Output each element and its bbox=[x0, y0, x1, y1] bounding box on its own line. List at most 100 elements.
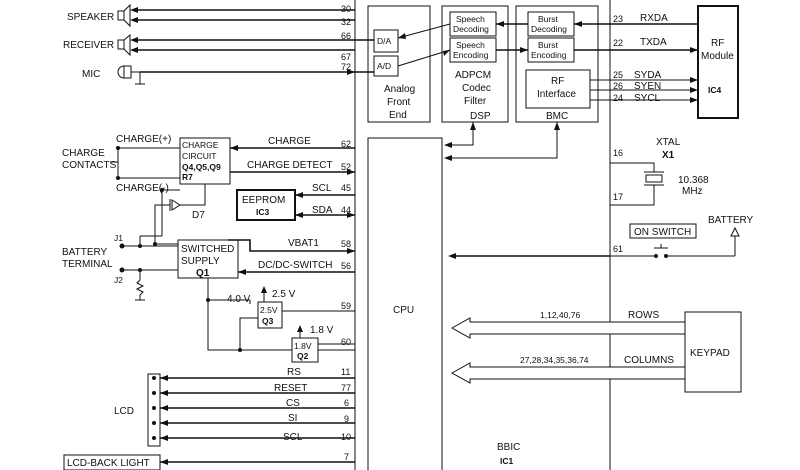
da-converter bbox=[373, 29, 399, 53]
d7-label: D7 bbox=[192, 210, 205, 221]
charge-circuit-block bbox=[179, 137, 231, 185]
pin-66: 66 bbox=[341, 31, 351, 41]
keypad-block bbox=[684, 311, 742, 393]
codec-title-2: Codec bbox=[462, 83, 491, 94]
battery-terminal-1: BATTERY bbox=[62, 247, 108, 258]
codec-title-1: ADPCM bbox=[455, 70, 491, 81]
syen-label: SYEN bbox=[634, 81, 661, 92]
rows-pins: 1,12,40,76 bbox=[540, 310, 580, 320]
lcd-reset-pin: 77 bbox=[341, 383, 351, 393]
eeprom-sda: SDA bbox=[312, 205, 333, 216]
codec-title-3: Filter bbox=[464, 96, 487, 107]
speech-encoding-block bbox=[449, 37, 497, 63]
charge-circuit-3: Q4,Q5,Q9 bbox=[182, 162, 221, 172]
charge-circuit-4: R7 bbox=[182, 172, 193, 182]
xtal-pin-16: 16 bbox=[613, 148, 623, 158]
rf-module-title-1: RF bbox=[711, 38, 724, 49]
lcd-backlight-label: LCD-BACK LIGHT bbox=[67, 458, 150, 469]
ad-label: A/D bbox=[377, 61, 391, 71]
rf-interface-2: Interface bbox=[537, 89, 576, 100]
speech-encoding-1: Speech bbox=[456, 40, 485, 50]
rxda-label: RXDA bbox=[640, 13, 668, 24]
charge-circuit-1: CHARGE bbox=[182, 140, 219, 150]
speech-decoding-1: Speech bbox=[456, 14, 485, 24]
battery-terminal-2: TERMINAL bbox=[62, 259, 113, 270]
syda-label: SYDA bbox=[634, 70, 662, 81]
q3-pin: 59 bbox=[341, 301, 351, 311]
ic1-outline bbox=[354, 0, 611, 470]
switched-supply-block bbox=[177, 239, 239, 279]
battery-arrow-icon bbox=[730, 226, 740, 256]
eeprom-block bbox=[236, 189, 296, 221]
eeprom-scl-pin: 45 bbox=[341, 183, 351, 193]
afe-title-3: End bbox=[389, 110, 407, 121]
lcd-rs: RS bbox=[287, 367, 301, 378]
q3-ref: Q3 bbox=[262, 316, 274, 326]
burst-decoding-2: Decoding bbox=[531, 24, 567, 34]
rxda-pin: 23 bbox=[613, 14, 623, 24]
receiver-icon bbox=[117, 33, 131, 57]
burst-encoding-block bbox=[527, 37, 575, 63]
switched-supply-2: SUPPLY bbox=[181, 256, 220, 267]
rf-module-title-2: Module bbox=[701, 51, 734, 62]
keypad-title: KEYPAD bbox=[690, 348, 730, 359]
vbat1-pin: 58 bbox=[341, 239, 351, 249]
xtal-unit: MHz bbox=[682, 186, 703, 197]
lcd-cs-pin: 6 bbox=[344, 398, 349, 408]
q2-pin: 60 bbox=[341, 337, 351, 347]
vbat1-signal: VBAT1 bbox=[288, 238, 319, 249]
bbic-label: BBIC bbox=[497, 442, 520, 453]
columns-bus-arrow bbox=[450, 362, 686, 384]
rf-interface-block bbox=[525, 69, 591, 109]
j1-label: J1 bbox=[114, 233, 123, 243]
speaker-icon bbox=[117, 3, 131, 28]
pin-67: 67 bbox=[341, 52, 351, 62]
sycl-pin: 24 bbox=[613, 93, 623, 103]
charge-contacts-2: CONTACTS bbox=[62, 160, 117, 171]
eeprom-ref: IC3 bbox=[256, 207, 270, 217]
rows-label: ROWS bbox=[628, 310, 659, 321]
q2-value: 1.8V bbox=[294, 341, 312, 351]
pin-30: 30 bbox=[341, 4, 351, 14]
lcd-si-pin: 9 bbox=[344, 414, 349, 424]
burst-decoding-1: Burst bbox=[538, 14, 558, 24]
charge-detect-pin: 52 bbox=[341, 162, 351, 172]
xtal-pin-17: 17 bbox=[613, 192, 623, 202]
on-switch-box bbox=[629, 223, 697, 239]
syda-pin: 25 bbox=[613, 70, 623, 80]
eeprom-sda-pin: 44 bbox=[341, 205, 351, 215]
v40-label: 4.0 V bbox=[227, 294, 251, 305]
bmc-label: BMC bbox=[546, 111, 568, 122]
on-switch-label: ON SWITCH bbox=[634, 227, 691, 238]
xtal-ref: X1 bbox=[662, 150, 675, 161]
txda-pin: 22 bbox=[613, 38, 623, 48]
power-pin: 61 bbox=[613, 244, 623, 254]
burst-decoding-block bbox=[527, 11, 575, 37]
charge-pin: 62 bbox=[341, 139, 351, 149]
v18-label: 1.8 V bbox=[310, 325, 334, 336]
on-switch-icon bbox=[610, 244, 735, 258]
d7-diode-icon bbox=[154, 184, 206, 244]
pin-72: 72 bbox=[341, 62, 351, 72]
switched-supply-1: SWITCHED bbox=[181, 244, 234, 255]
charge-minus-label: CHARGE(-) bbox=[116, 183, 169, 194]
lcd-label: LCD bbox=[114, 406, 134, 417]
crystal-icon bbox=[610, 162, 664, 206]
cpu-label: CPU bbox=[393, 305, 414, 316]
lcd-cs: CS bbox=[286, 398, 300, 409]
da-label: D/A bbox=[377, 36, 392, 46]
speech-decoding-2: Decoding bbox=[453, 24, 489, 34]
resistor-icon bbox=[135, 270, 145, 301]
columns-pins: 27,28,34,35,36,74 bbox=[520, 355, 589, 365]
q3-value: 2.5V bbox=[260, 305, 278, 315]
pin-32: 32 bbox=[341, 17, 351, 27]
charge-circuit-2: CIRCUIT bbox=[182, 151, 216, 161]
receiver-label: RECEIVER bbox=[63, 40, 114, 51]
txda-label: TXDA bbox=[640, 37, 667, 48]
speech-encoding-2: Encoding bbox=[453, 50, 489, 60]
dsp-label: DSP bbox=[470, 111, 491, 122]
speaker-label: SPEAKER bbox=[67, 12, 114, 23]
dcdc-switch-signal: DC/DC-SWITCH bbox=[258, 260, 332, 271]
columns-label: COLUMNS bbox=[624, 355, 674, 366]
